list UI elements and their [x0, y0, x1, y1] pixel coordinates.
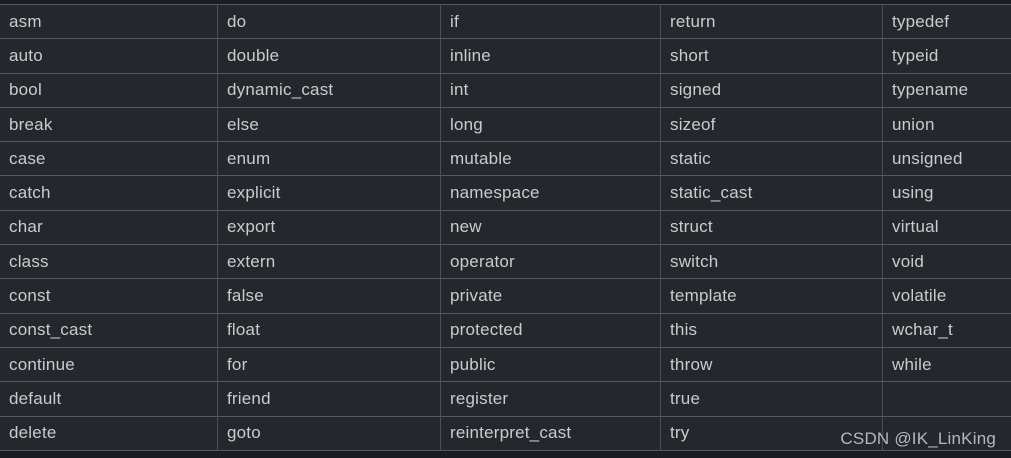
keyword-cell: sizeof [660, 106, 882, 142]
keyword-cell: extern [217, 244, 440, 279]
keyword-cell: volatile [882, 278, 1011, 313]
keyword-cell: class [0, 244, 217, 279]
keyword-cell: this [660, 312, 882, 347]
keyword-cell: for [217, 346, 440, 382]
keyword-cell: else [217, 106, 440, 142]
keyword-cell: inline [440, 38, 660, 73]
keyword-cell: protected [440, 312, 660, 347]
keyword-cell: union [882, 106, 1011, 142]
keyword-cell: explicit [217, 175, 440, 210]
keyword-cell: int [440, 72, 660, 107]
keyword-cell: unsigned [882, 141, 1011, 176]
keyword-cell: signed [660, 72, 882, 107]
keyword-cell: void [882, 244, 1011, 279]
keyword-cell: break [0, 106, 217, 142]
keyword-cell: switch [660, 244, 882, 279]
keyword-cell: false [217, 278, 440, 313]
keyword-cell: do [217, 4, 440, 39]
keyword-cell: enum [217, 141, 440, 176]
keyword-cell: typename [882, 72, 1011, 107]
keyword-cell: try [660, 415, 882, 450]
keyword-cell: case [0, 141, 217, 176]
keyword-cell: long [440, 106, 660, 142]
keyword-cell: static_cast [660, 175, 882, 210]
keyword-cell [882, 415, 1011, 450]
keyword-cell: reinterpret_cast [440, 415, 660, 450]
keyword-cell: typeid [882, 38, 1011, 73]
keyword-cell: new [440, 209, 660, 245]
keyword-cell: throw [660, 346, 882, 382]
keyword-cell: public [440, 346, 660, 382]
keyword-cell: template [660, 278, 882, 313]
keyword-cell: catch [0, 175, 217, 210]
keyword-cell: mutable [440, 141, 660, 176]
keyword-cell: short [660, 38, 882, 73]
keyword-cell: dynamic_cast [217, 72, 440, 107]
keyword-cell: export [217, 209, 440, 245]
keyword-cell: typedef [882, 4, 1011, 39]
keyword-cell: continue [0, 346, 217, 382]
keyword-cell: true [660, 381, 882, 416]
keyword-cell: bool [0, 72, 217, 107]
keyword-cell: const [0, 278, 217, 313]
keyword-cell: if [440, 4, 660, 39]
keyword-cell: using [882, 175, 1011, 210]
keyword-cell: while [882, 346, 1011, 382]
keyword-cell: static [660, 141, 882, 176]
keyword-cell: float [217, 312, 440, 347]
keyword-cell: auto [0, 38, 217, 73]
keyword-cell: wchar_t [882, 312, 1011, 347]
keyword-cell: default [0, 381, 217, 416]
keyword-cell: double [217, 38, 440, 73]
keyword-cell: goto [217, 415, 440, 450]
keyword-cell: delete [0, 415, 217, 450]
keyword-cell [882, 381, 1011, 416]
keyword-cell: register [440, 381, 660, 416]
keyword-cell: private [440, 278, 660, 313]
keyword-cell: struct [660, 209, 882, 245]
keyword-cell: const_cast [0, 312, 217, 347]
keyword-cell: virtual [882, 209, 1011, 245]
keyword-cell: operator [440, 244, 660, 279]
keyword-cell: friend [217, 381, 440, 416]
keyword-cell: namespace [440, 175, 660, 210]
keyword-cell: char [0, 209, 217, 245]
keyword-cell: asm [0, 4, 217, 39]
keyword-cell: return [660, 4, 882, 39]
